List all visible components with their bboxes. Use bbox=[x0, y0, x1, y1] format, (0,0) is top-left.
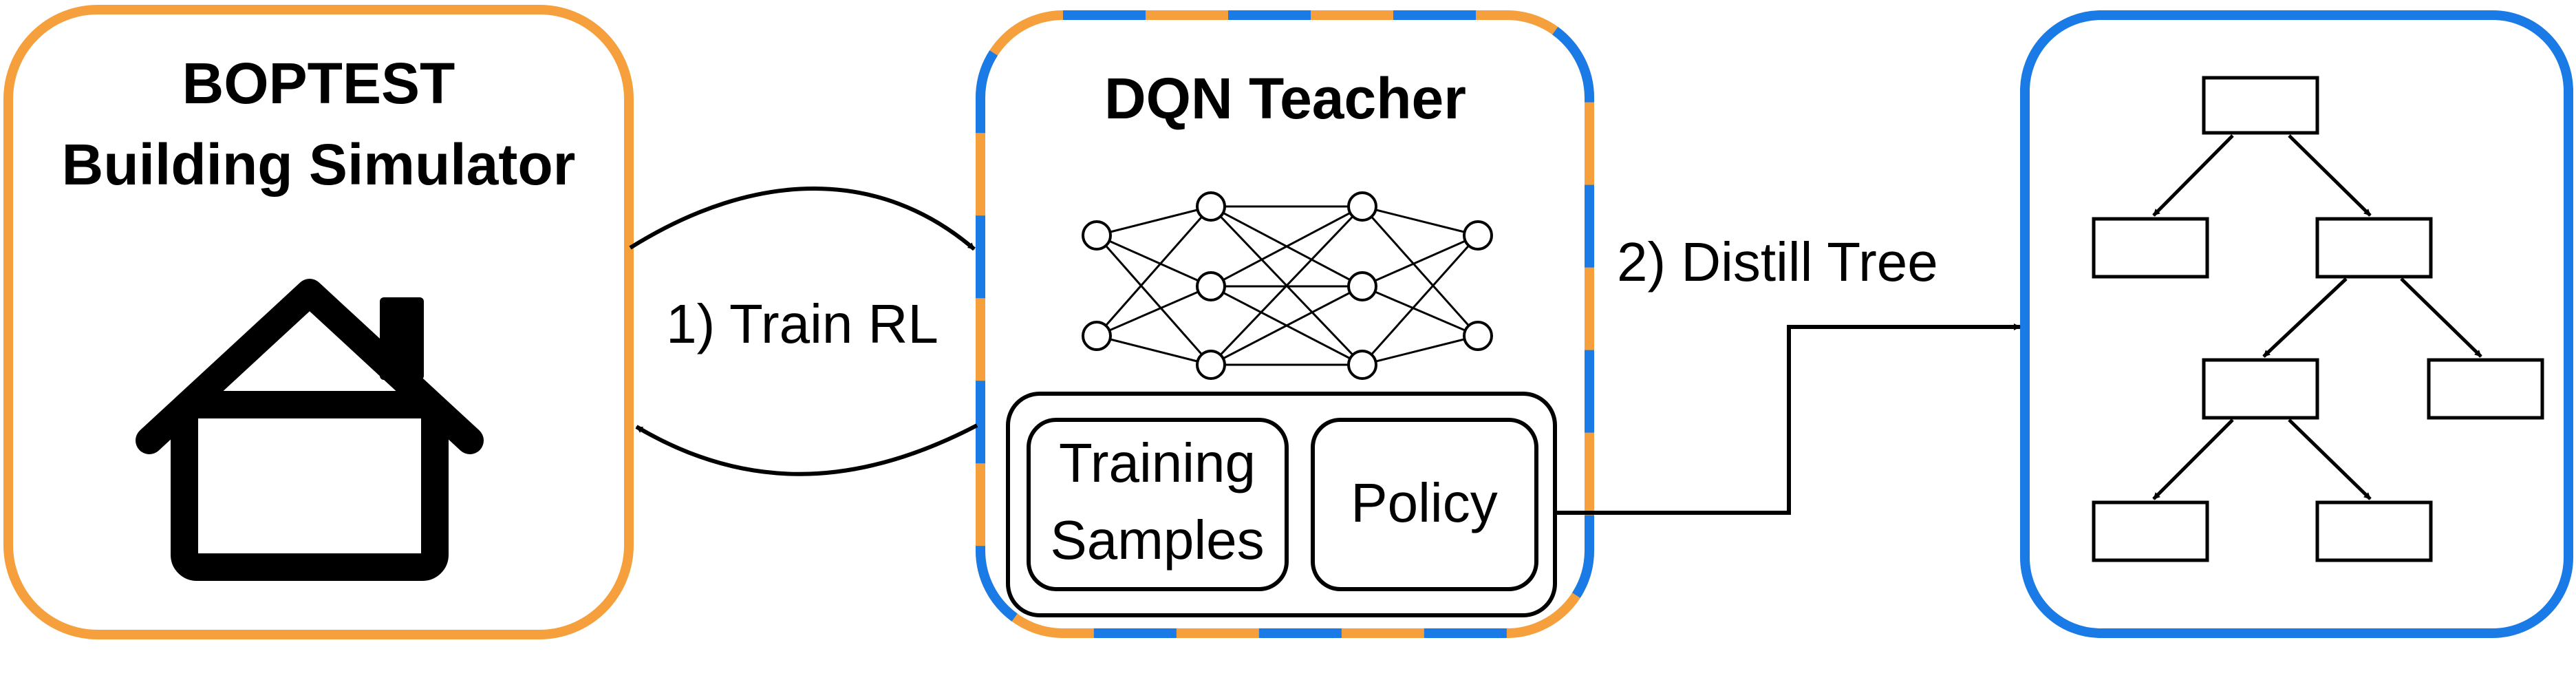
neural-network-icon bbox=[1082, 191, 1493, 380]
training-samples-line2: Samples bbox=[1050, 509, 1264, 571]
nn-edge bbox=[1095, 235, 1212, 365]
nn-edge bbox=[1210, 205, 1363, 288]
nn-edge bbox=[1362, 285, 1479, 337]
train-rl-label: 1) Train RL bbox=[666, 293, 938, 354]
nn-edge bbox=[1362, 334, 1479, 366]
nn-node bbox=[1196, 191, 1226, 222]
decision-tree-icon bbox=[2092, 76, 2544, 562]
nn-edge bbox=[1361, 235, 1479, 365]
nn-node bbox=[1082, 321, 1112, 351]
nn-edge bbox=[1362, 234, 1479, 288]
policy-box: Policy bbox=[1311, 418, 1538, 591]
nn-edge bbox=[1362, 205, 1479, 237]
nn-node bbox=[1196, 350, 1226, 380]
simulator-title-line2: Building Simulator bbox=[62, 132, 576, 197]
nn-edge bbox=[1096, 205, 1212, 237]
nn-node bbox=[1463, 220, 1493, 251]
nn-edge bbox=[1210, 205, 1364, 366]
training-samples-line1: Training bbox=[1059, 432, 1256, 493]
nn-edge bbox=[1096, 234, 1212, 288]
distill-arrow-group: 2) Distill Tree bbox=[1556, 231, 2021, 515]
nn-node bbox=[1347, 191, 1377, 222]
tree-panel bbox=[2020, 10, 2573, 638]
arrow-to-simulator bbox=[635, 423, 978, 476]
nn-edge bbox=[1096, 334, 1212, 366]
distill-tree-label: 2) Distill Tree bbox=[1617, 231, 1938, 293]
train-arrows: 1) Train RL bbox=[629, 187, 978, 476]
nn-edge bbox=[1095, 206, 1212, 337]
distill-arrow bbox=[1556, 323, 2021, 515]
simulator-title-line1: BOPTEST bbox=[182, 51, 455, 116]
nn-edge bbox=[1361, 206, 1479, 337]
nn-edge bbox=[1210, 285, 1363, 366]
training-samples-box: Training Samples bbox=[1027, 418, 1289, 591]
nn-node bbox=[1347, 271, 1377, 301]
nn-node bbox=[1082, 220, 1112, 251]
teacher-panel: DQN Teacher Training Samples Policy bbox=[976, 10, 1594, 638]
simulator-border bbox=[3, 5, 634, 639]
simulator-panel: BOPTEST Building Simulator bbox=[3, 5, 634, 639]
nn-node bbox=[1196, 271, 1226, 301]
teacher-title: DQN Teacher bbox=[1104, 66, 1466, 131]
nn-node bbox=[1347, 350, 1377, 380]
nn-node bbox=[1463, 321, 1493, 351]
teacher-border-blue-dashes bbox=[976, 10, 1594, 638]
policy-label: Policy bbox=[1351, 472, 1497, 533]
arrow-to-teacher bbox=[629, 187, 976, 251]
nn-edge bbox=[1096, 285, 1212, 337]
house-icon bbox=[136, 279, 484, 581]
